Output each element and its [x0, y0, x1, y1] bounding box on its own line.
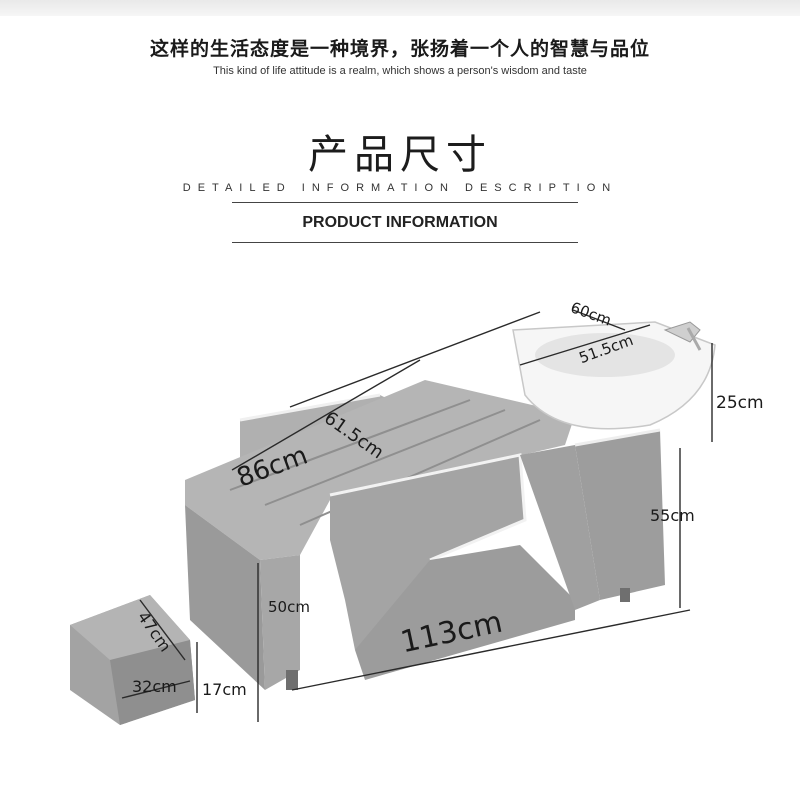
divider-bottom — [232, 242, 578, 243]
section-title: 产品尺寸 — [308, 132, 492, 178]
dim-footrest-width: 32cm — [132, 677, 177, 696]
dim-footrest-height: 17cm — [202, 680, 247, 699]
dim-side-height: 50cm — [268, 598, 310, 616]
shampoo-bed-body — [185, 380, 665, 690]
headline-chinese: 这样的生活态度是一种境界，张扬着一个人的智慧与品位 — [149, 38, 650, 60]
section-subtitle: DETAILED INFORMATION DESCRIPTION — [182, 182, 618, 194]
dim-body-height: 55cm — [650, 506, 695, 525]
dim-basin-height: 25cm — [716, 393, 764, 413]
headline-english: This kind of life attitude is a realm, w… — [213, 65, 587, 77]
dimension-lines — [121, 309, 713, 722]
divider-top — [232, 202, 578, 203]
wash-basin — [512, 321, 716, 430]
top-band — [0, 0, 800, 16]
product-info-label: PRODUCT INFORMATION — [302, 214, 498, 231]
footrest — [70, 595, 195, 725]
